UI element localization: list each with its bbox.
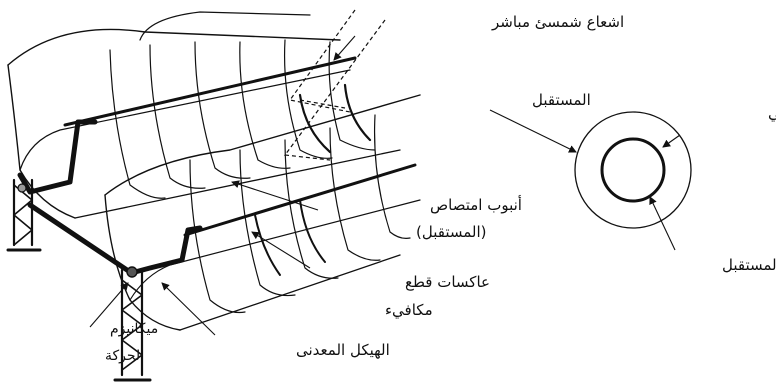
leader-reflectors [252,232,310,268]
upper-trough-segment-line [285,40,332,158]
upper-trough-segment-line [240,42,290,168]
leader-lines [90,36,680,335]
lower-trough-segment-line [190,160,245,313]
label-reflectors-line2: مكافيء [385,301,433,320]
label-drive-mechanism-line2: الحركة [105,348,144,364]
metal-frame [8,122,200,380]
sunlight-rays [285,10,385,160]
glass-envelope-circle [575,112,691,228]
lower-trough-bottom-edge [180,255,400,330]
label-direct-sunlight: اشعاع شمسئ مباشر [491,13,624,31]
drive-mechanism-hub [127,267,137,277]
lower-trough-front-rim [130,200,420,300]
label-metal-frame: الهيكل المعدنى [296,341,390,359]
lower-trough-back-rim [105,95,420,195]
labels: اشعاع شمسئ مباشر المستقبل غلاف زجاجي أنب… [105,13,776,364]
drive-connecting-rod [30,205,130,272]
receiver-cross-section [575,112,691,228]
lower-trough [105,95,420,330]
lower-trough-dark-rib [300,200,325,262]
lower-trough-dark-rib [255,215,280,275]
label-absorber-tube-line1: أنبوب امتصاص [430,195,522,214]
leader-glass-envelope [663,135,680,147]
leader-absorber-tube [232,182,318,210]
label-receiver-top: المستقبل [532,91,591,109]
left-pivot [18,184,26,192]
label-drive-mechanism-line1: ميكانيزم [110,321,158,337]
upper-trough-left-end [8,65,75,218]
label-absorber-tube-line2: (المستقبل) [416,223,487,241]
receiver-tube-circle [602,139,664,201]
upper-trough-back-rim [8,29,340,65]
leader-receiver-top [490,110,576,152]
upper-trough-segment-line [195,42,250,178]
label-receiver-tube: أنبوب المستقبل [722,255,776,274]
lower-trough-segment-line [330,128,380,260]
sunlight-ray-reflected [300,100,345,108]
upper-trough-receiver-tube [65,58,355,125]
label-glass-envelope: غلاف زجاجي [768,104,776,123]
upper-trough-dark-rib [300,95,330,152]
label-reflectors-line1: عاكسات قطع [405,273,490,291]
